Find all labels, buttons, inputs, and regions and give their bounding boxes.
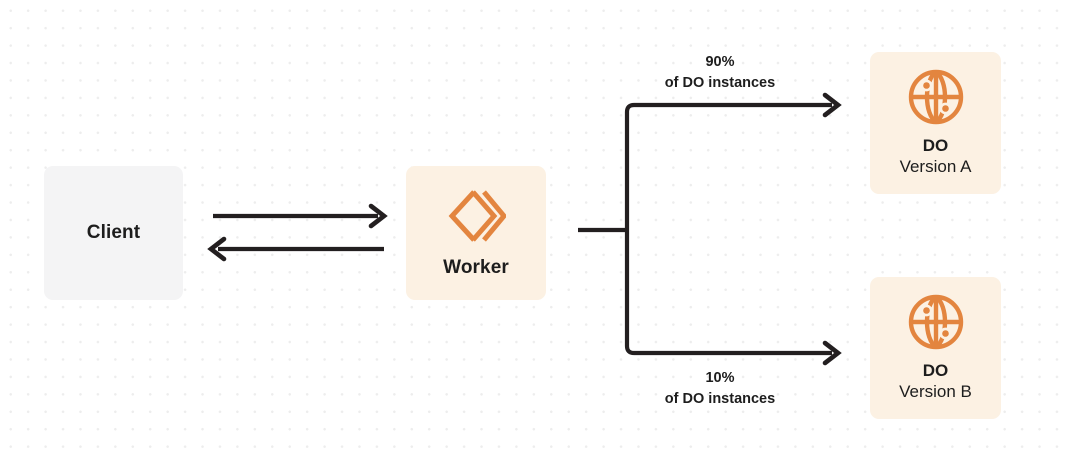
edge-label-bottom: 10% of DO instances [608, 368, 832, 410]
edge-label-bottom-caption: of DO instances [664, 391, 776, 408]
node-do-a-label: DO [922, 135, 949, 155]
node-do-b-sublabel: Version B [899, 382, 972, 402]
node-worker-label: Worker [443, 257, 509, 278]
edge-branch-to-do-a [624, 95, 838, 230]
node-do-version-b: DO Version B [870, 277, 1001, 419]
node-do-version-a: DO Version A [870, 52, 1001, 194]
edge-label-top-caption: of DO instances [664, 75, 776, 92]
edge-label-bottom-percent: 10% [705, 370, 735, 386]
edge-branch-to-do-b [624, 230, 838, 363]
node-do-a-sublabel: Version A [899, 157, 972, 177]
node-worker: Worker [406, 166, 546, 300]
node-do-b-label: DO [922, 360, 949, 380]
edge-label-top-percent: 90% [705, 54, 735, 70]
edge-client-to-worker [213, 206, 384, 226]
cloudflare-workers-icon [446, 187, 508, 245]
globe-icon [907, 68, 965, 126]
node-client-label: Client [86, 222, 141, 243]
node-client: Client [44, 166, 183, 300]
edge-worker-to-client [211, 239, 384, 259]
globe-icon [907, 293, 965, 351]
edge-label-top: 90% of DO instances [608, 52, 832, 94]
